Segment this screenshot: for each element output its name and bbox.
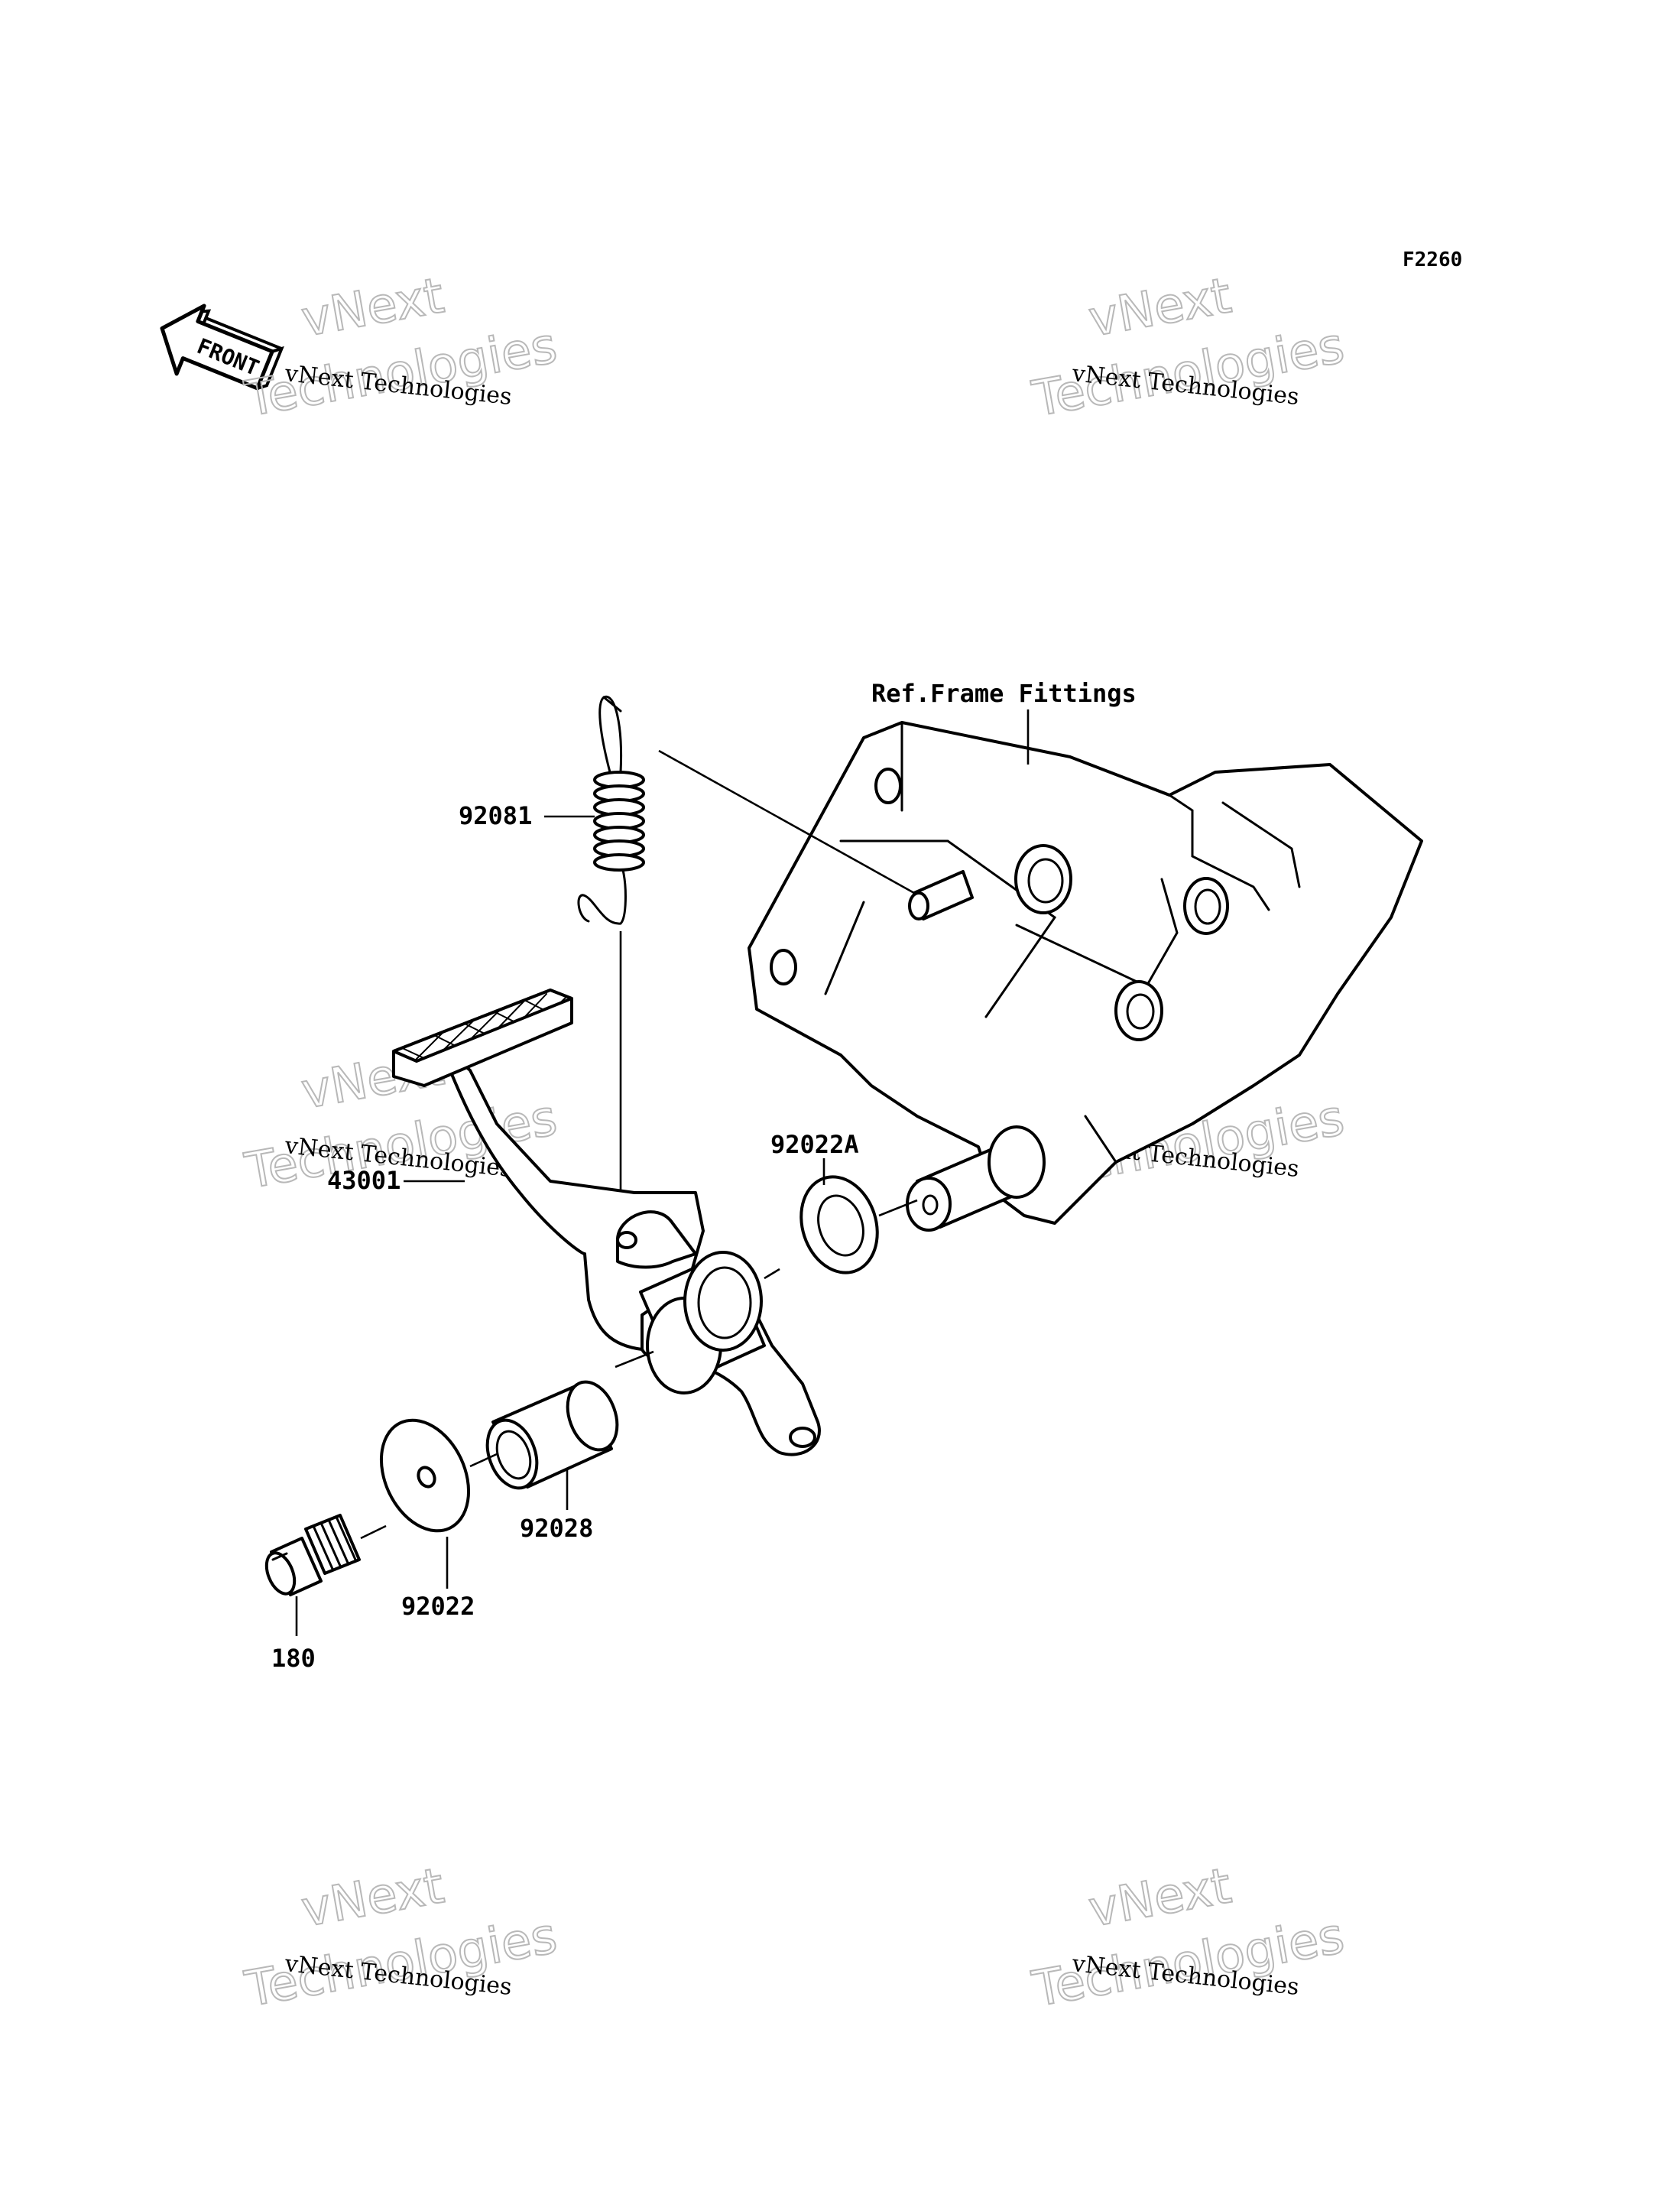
- axis-line: [615, 1350, 654, 1368]
- watermark-line2: vNext: [1085, 268, 1235, 348]
- brake-pedal-43001: [392, 989, 821, 1456]
- part-label-180: 180: [271, 1644, 316, 1673]
- watermark-line2: vNext: [1085, 1858, 1235, 1938]
- axis-line: [469, 1453, 498, 1468]
- part-label-92022a: 92022A: [770, 1130, 859, 1159]
- washer-92022: [379, 1418, 471, 1533]
- part-label-43001: 43001: [327, 1166, 401, 1195]
- watermark-line2: vNext: [297, 1858, 448, 1938]
- part-label-92022: 92022: [401, 1592, 475, 1621]
- part-label-92028: 92028: [520, 1514, 593, 1543]
- bushing-92028: [485, 1380, 619, 1490]
- front-arrow-icon: FRONT: [160, 304, 284, 391]
- axis-line: [764, 1268, 780, 1280]
- ref-frame-fittings-label: Ref.Frame Fittings: [871, 679, 1137, 708]
- part-label-92081: 92081: [459, 801, 532, 830]
- diagram-code: F2260: [1403, 248, 1462, 271]
- axis-line: [360, 1524, 387, 1540]
- axis-line: [878, 1199, 918, 1217]
- frame-fitting-bracket: [748, 721, 1423, 1232]
- spring-hook-line: [658, 749, 915, 894]
- bolt-180: [264, 1514, 361, 1596]
- washer-92022a: [799, 1175, 879, 1274]
- spring-92081: [577, 695, 645, 925]
- watermark-line2: vNext: [297, 268, 448, 348]
